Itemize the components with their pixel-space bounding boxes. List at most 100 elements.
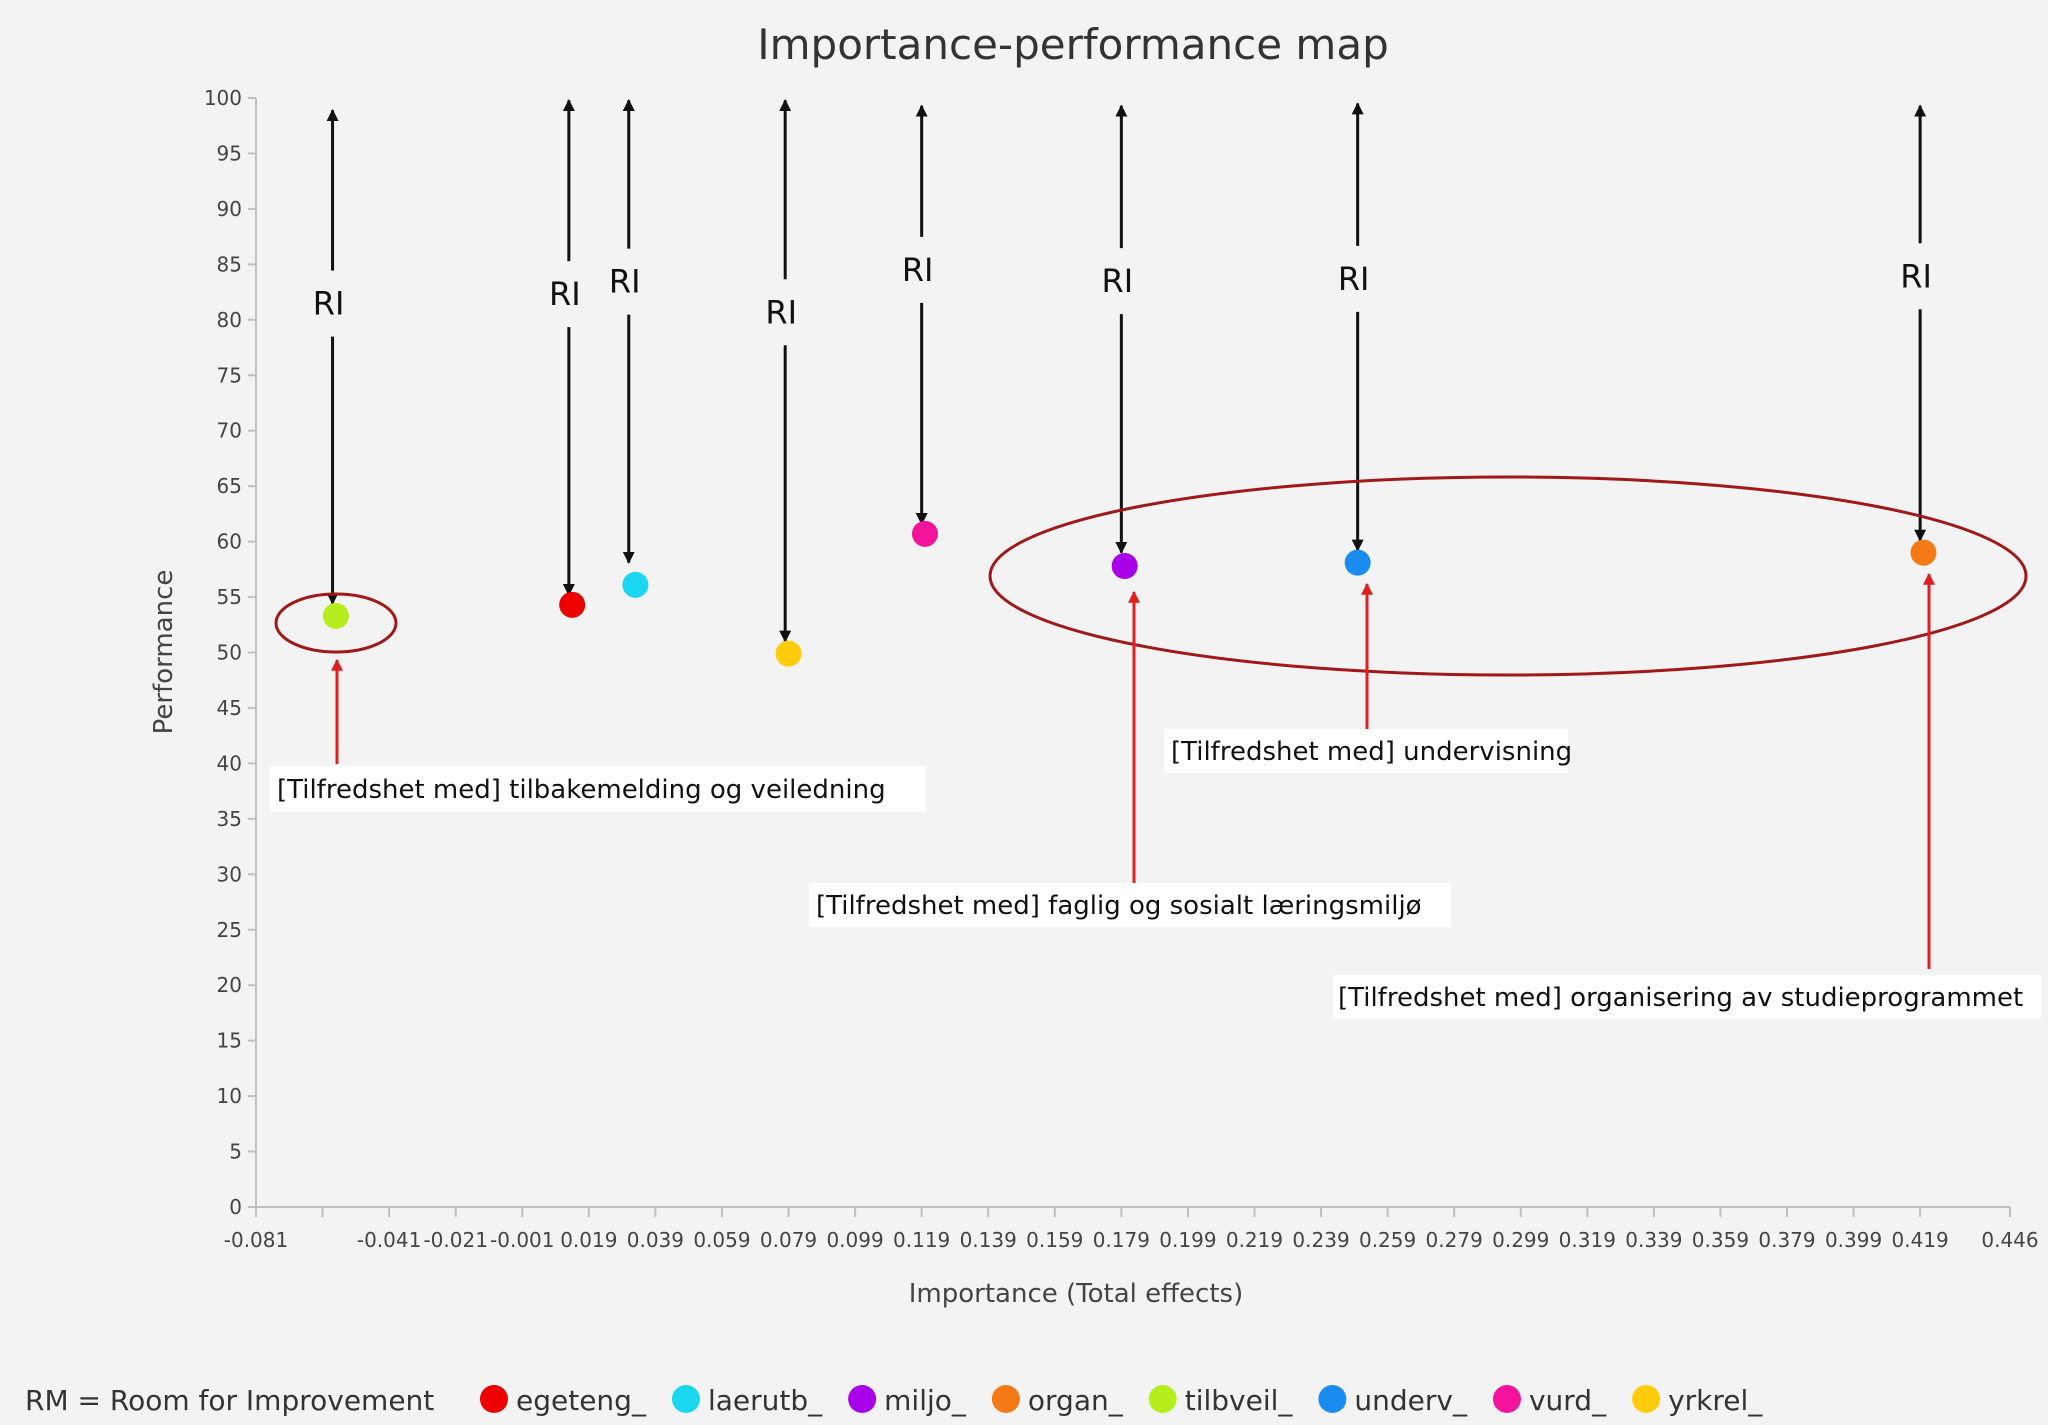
legend-swatch-organ [991, 1385, 1020, 1413]
x-tick-label: 0.339 [1625, 1228, 1682, 1252]
point-laerutb [622, 571, 649, 598]
x-tick-label: 0.379 [1758, 1228, 1815, 1252]
y-tick-label: 40 [217, 751, 242, 775]
callout-box-tilbveil [270, 766, 926, 812]
y-tick-label: 75 [217, 363, 242, 387]
legend-swatch-miljo [848, 1385, 877, 1413]
x-tick-label: 0.446 [1981, 1228, 2038, 1252]
x-axis-label: Importance (Total effects) [909, 1279, 1243, 1309]
y-tick-label: 10 [217, 1084, 242, 1108]
y-tick-label: 0 [229, 1195, 242, 1219]
x-tick-label: 0.039 [627, 1228, 684, 1252]
y-tick-label: 65 [217, 474, 242, 498]
point-tilbveil [322, 602, 349, 629]
x-tick-label: 0.199 [1159, 1228, 1216, 1252]
x-tick-label: -0.021 [423, 1228, 487, 1252]
y-tick-label: 45 [217, 696, 242, 720]
callout-miljo: [Tilfredshet med] faglig og sosialt læri… [816, 891, 1422, 921]
callout-labels: [Tilfredshet med] tilbakemelding og veil… [270, 729, 2041, 1019]
legend-label-laerutb: laerutb_ [708, 1384, 823, 1417]
x-tick-label: 0.359 [1692, 1228, 1749, 1252]
y-tick-label: 85 [217, 252, 242, 276]
x-tick-label: 0.419 [1892, 1228, 1949, 1252]
x-tick-label: 0.059 [693, 1228, 750, 1252]
x-tick-label: 0.259 [1359, 1228, 1416, 1252]
x-tick-label: 0.279 [1426, 1228, 1483, 1252]
legend-swatch-tilbveil [1148, 1385, 1177, 1413]
x-tick-label: 0.299 [1492, 1228, 1549, 1252]
y-tick-label: 35 [217, 807, 242, 831]
y-tick-label: 15 [217, 1029, 242, 1053]
x-tick-label: 0.019 [560, 1228, 617, 1252]
x-tick-label: 0.139 [960, 1228, 1017, 1252]
callout-box-underv [1164, 729, 1568, 773]
legend-note: RM = Room for Improvement [25, 1384, 434, 1417]
legend-swatch-yrkrel [1632, 1385, 1661, 1413]
legend-label-egeteng: egeteng_ [516, 1384, 647, 1417]
legend-label-miljo: miljo_ [884, 1384, 967, 1417]
data-points [322, 520, 1937, 667]
y-tick-label: 70 [217, 419, 242, 443]
ri-label: RI [1338, 260, 1370, 298]
ri-label: RI [765, 293, 797, 331]
legend-swatch-underv [1318, 1385, 1347, 1413]
ri-label: RI [549, 275, 581, 313]
point-underv [1344, 549, 1371, 576]
x-tick-label: 0.159 [1026, 1228, 1083, 1252]
y-tick-label: 25 [217, 918, 242, 942]
x-tick-label: 0.399 [1825, 1228, 1882, 1252]
callout-organ: [Tilfredshet med] organisering av studie… [1338, 983, 2023, 1013]
y-tick-label: 20 [217, 973, 242, 997]
x-tick-label: 0.319 [1559, 1228, 1616, 1252]
highlight-ellipses [274, 475, 2028, 677]
legend: RM = Room for Improvement egeteng_ laerut… [25, 1384, 1763, 1417]
x-tick-label: 0.079 [760, 1228, 817, 1252]
ellipse-tilbveil [274, 592, 398, 654]
callout-tilbveil: [Tilfredshet med] tilbakemelding og veil… [277, 775, 886, 805]
ri-label: RI [313, 285, 345, 323]
callout-box-organ [1333, 975, 2041, 1019]
legend-label-underv: underv_ [1354, 1384, 1468, 1417]
ri-label: RI [609, 263, 641, 301]
callout-box-miljo [809, 883, 1451, 927]
point-egeteng [559, 591, 586, 618]
legend-label-organ: organ_ [1028, 1384, 1124, 1417]
y-axis-label: Performance [149, 570, 179, 735]
y-tick-label: 50 [217, 641, 242, 665]
legend-swatch-laerutb [671, 1385, 700, 1413]
y-axis-ticks: 0 5 10 15 20 25 30 35 40 45 50 55 60 65 70 75 80 85 90 95 10… [204, 86, 256, 1219]
y-tick-label: 30 [217, 862, 242, 886]
ri-label: RI [1102, 262, 1134, 300]
callout-arrows [331, 572, 1935, 969]
x-tick-label: -0.081 [224, 1228, 288, 1252]
legend-swatch-vurd [1492, 1385, 1521, 1413]
x-tick-label: -0.041 [357, 1228, 421, 1252]
x-tick-label: 0.219 [1226, 1228, 1283, 1252]
legend-swatch-egeteng [480, 1385, 508, 1413]
y-tick-label: 60 [217, 530, 242, 554]
y-tick-label: 5 [229, 1140, 242, 1164]
y-tick-label: 55 [217, 585, 242, 609]
x-tick-label: 0.239 [1292, 1228, 1349, 1252]
x-tick-label: 0.179 [1093, 1228, 1150, 1252]
point-yrkrel [775, 640, 802, 667]
y-tick-label: 100 [204, 86, 242, 110]
legend-label-yrkrel: yrkrel_ [1668, 1384, 1763, 1417]
x-tick-label: 0.099 [826, 1228, 883, 1252]
point-vurd [911, 520, 938, 547]
y-tick-label: 95 [217, 141, 242, 165]
x-tick-label: 0.119 [893, 1228, 950, 1252]
legend-label-tilbveil: tilbveil_ [1185, 1384, 1294, 1417]
y-tick-label: 80 [217, 308, 242, 332]
ri-label: RI [1900, 257, 1932, 295]
legend-label-vurd: vurd_ [1529, 1384, 1607, 1417]
x-tick-label: -0.001 [490, 1228, 554, 1252]
y-tick-label: 90 [217, 197, 242, 221]
point-miljo [1111, 552, 1138, 579]
callout-underv: [Tilfredshet med] undervisning [1171, 737, 1572, 767]
point-organ [1910, 539, 1937, 566]
chart-title: Importance-performance map [757, 20, 1388, 69]
